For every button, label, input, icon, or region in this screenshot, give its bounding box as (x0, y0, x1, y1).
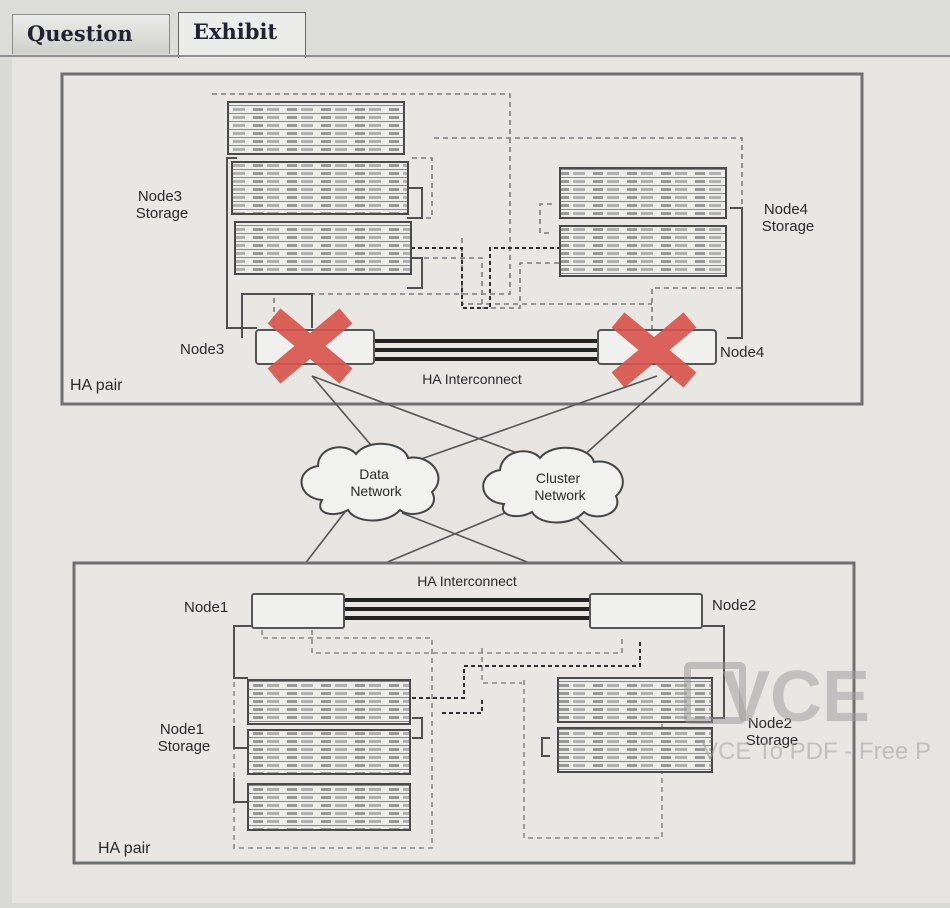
top-ha-interconnect (367, 339, 604, 361)
tab-question[interactable]: Question (12, 14, 170, 54)
bottom-ha-pair: HA Interconnect Node1 Node2 Node1 Storag… (72, 561, 856, 865)
data-network-cloud: Data Network (300, 442, 440, 522)
node2-storage-shelf-2 (557, 727, 713, 773)
bottom-dashed-cabling (233, 630, 663, 849)
node4-storage-label: Node4 Storage (762, 201, 815, 235)
bottom-ha-pair-label: HA pair (98, 840, 151, 857)
node1-storage-shelf-1 (247, 679, 411, 725)
node3-storage-shelf-3 (234, 221, 412, 275)
tab-bar: Question Exhibit (0, 0, 950, 60)
node2-label: Node2 (712, 597, 756, 614)
tab-exhibit[interactable]: Exhibit (178, 12, 306, 58)
node1-storage-label: Node1 Storage (158, 721, 211, 755)
top-ha-pair: Node3 Storage Node4 Storage HA Interconn… (60, 72, 864, 406)
watermark-subtitle: VCE To PDF - Free P (702, 738, 931, 765)
node3-storage-shelf-2 (231, 161, 409, 215)
bottom-dark-cabling (412, 642, 641, 714)
node3-failure-x-icon (267, 308, 353, 384)
node1-storage-shelf-2 (247, 729, 411, 775)
top-ha-interconnect-label: HA Interconnect (422, 371, 522, 387)
node1-storage-shelf-3 (247, 783, 411, 831)
data-network-label: Data Network (350, 466, 402, 499)
cluster-network-cloud: Cluster Network (482, 446, 624, 524)
tab-divider (0, 55, 950, 57)
node1-controller (251, 593, 345, 629)
bottom-ha-interconnect-label: HA Interconnect (417, 573, 517, 589)
node3-label: Node3 (180, 341, 224, 358)
cluster-network-label: Cluster Network (534, 470, 586, 503)
bottom-ha-interconnect (342, 598, 592, 620)
ha-cluster-diagram: Node3 Storage Node4 Storage HA Interconn… (60, 72, 864, 865)
node2-controller (589, 593, 703, 629)
watermark-logo: VCE (722, 657, 871, 737)
top-solid-cabling (226, 157, 743, 339)
node3-storage-label: Node3 Storage (136, 188, 189, 222)
exhibit-panel: Node3 Storage Node4 Storage HA Interconn… (12, 58, 950, 903)
top-ha-pair-label: HA pair (70, 377, 123, 394)
node4-storage-shelf-1 (559, 167, 727, 219)
node2-storage-label: Node2 Storage (746, 715, 799, 749)
watermark-check-icon (684, 662, 746, 724)
top-dark-cabling (404, 247, 560, 309)
node4-label: Node4 (720, 344, 764, 361)
node1-label: Node1 (184, 599, 228, 616)
node4-storage-shelf-2 (559, 225, 727, 277)
node4-failure-x-icon (611, 312, 697, 388)
node3-storage-shelf-1 (227, 101, 405, 155)
